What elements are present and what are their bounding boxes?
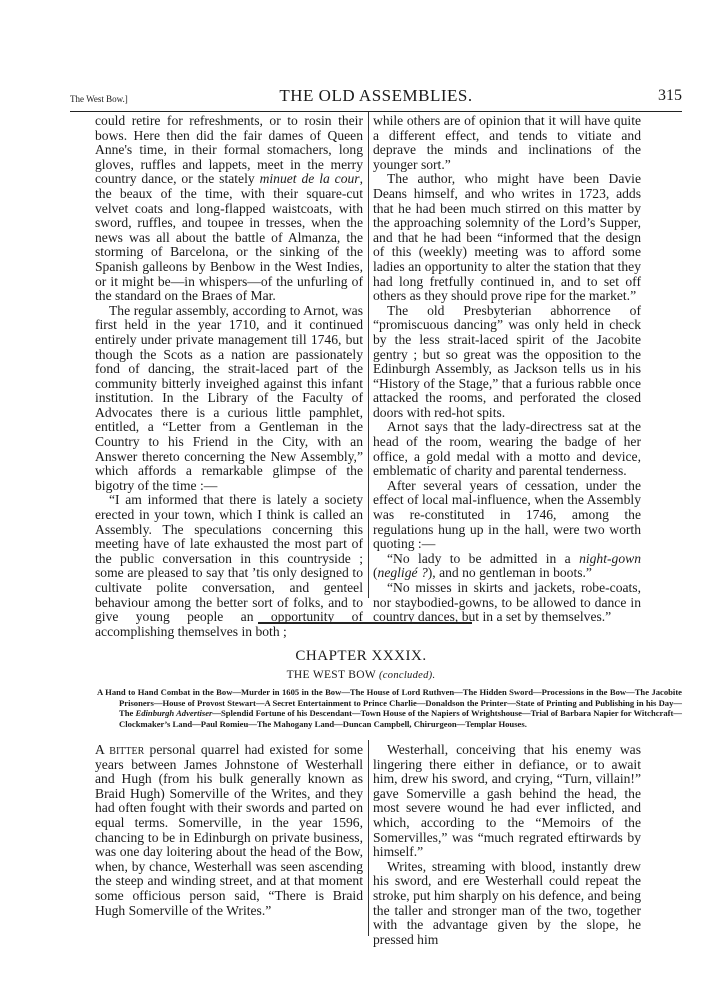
chapter-subtitle: THE WEST BOW (concluded). <box>286 669 436 681</box>
column-divider <box>368 112 369 598</box>
quotation-paragraph: “I am informed that there is lately a so… <box>95 492 363 639</box>
paragraph: Arnot says that the lady-directress sat … <box>373 419 641 479</box>
running-head-title: THE OLD ASSEMBLIES. <box>279 86 473 105</box>
section-divider-rule <box>258 622 472 624</box>
paragraph: could retire for refreshments, or to ros… <box>95 113 364 304</box>
bottom-left-column: A bitter personal quarrel had existed fo… <box>95 742 363 918</box>
running-head-section: The West Bow.] <box>70 94 128 104</box>
paragraph: The old Presbyterian abhorrence of “prom… <box>373 302 641 420</box>
regulation-quote: “No lady to be admitted in a night-gown … <box>373 550 641 581</box>
header-rule <box>70 111 682 112</box>
page-number: 315 <box>658 87 682 104</box>
bottom-right-column: Westerhall, conceiving that his enemy wa… <box>373 742 641 947</box>
small-caps-lead: A bitter <box>95 742 145 757</box>
chapter-synopsis: A Hand to Hand Combat in the Bow—Murder … <box>97 687 682 729</box>
opening-paragraph: A bitter personal quarrel had existed fo… <box>95 742 363 918</box>
paragraph: After several years of cessation, under … <box>373 477 641 552</box>
paragraph: The author, who might have been Davie De… <box>373 171 641 304</box>
column-divider <box>368 740 369 936</box>
chapter-title: CHAPTER XXXIX. <box>295 648 427 664</box>
top-right-column: while others are of opinion that it will… <box>373 113 641 625</box>
paragraph: while others are of opinion that it will… <box>373 113 641 172</box>
paragraph: The regular assembly, according to Arnot… <box>95 302 363 493</box>
paragraph: Writes, streaming with blood, instantly … <box>373 858 641 947</box>
regulation-quote: “No misses in skirts and jackets, robe-c… <box>373 580 641 625</box>
paragraph: Westerhall, conceiving that his enemy wa… <box>373 742 641 860</box>
top-left-column: could retire for refreshments, or to ros… <box>95 113 364 639</box>
running-head: The West Bow.] THE OLD ASSEMBLIES. 315 <box>70 86 682 108</box>
